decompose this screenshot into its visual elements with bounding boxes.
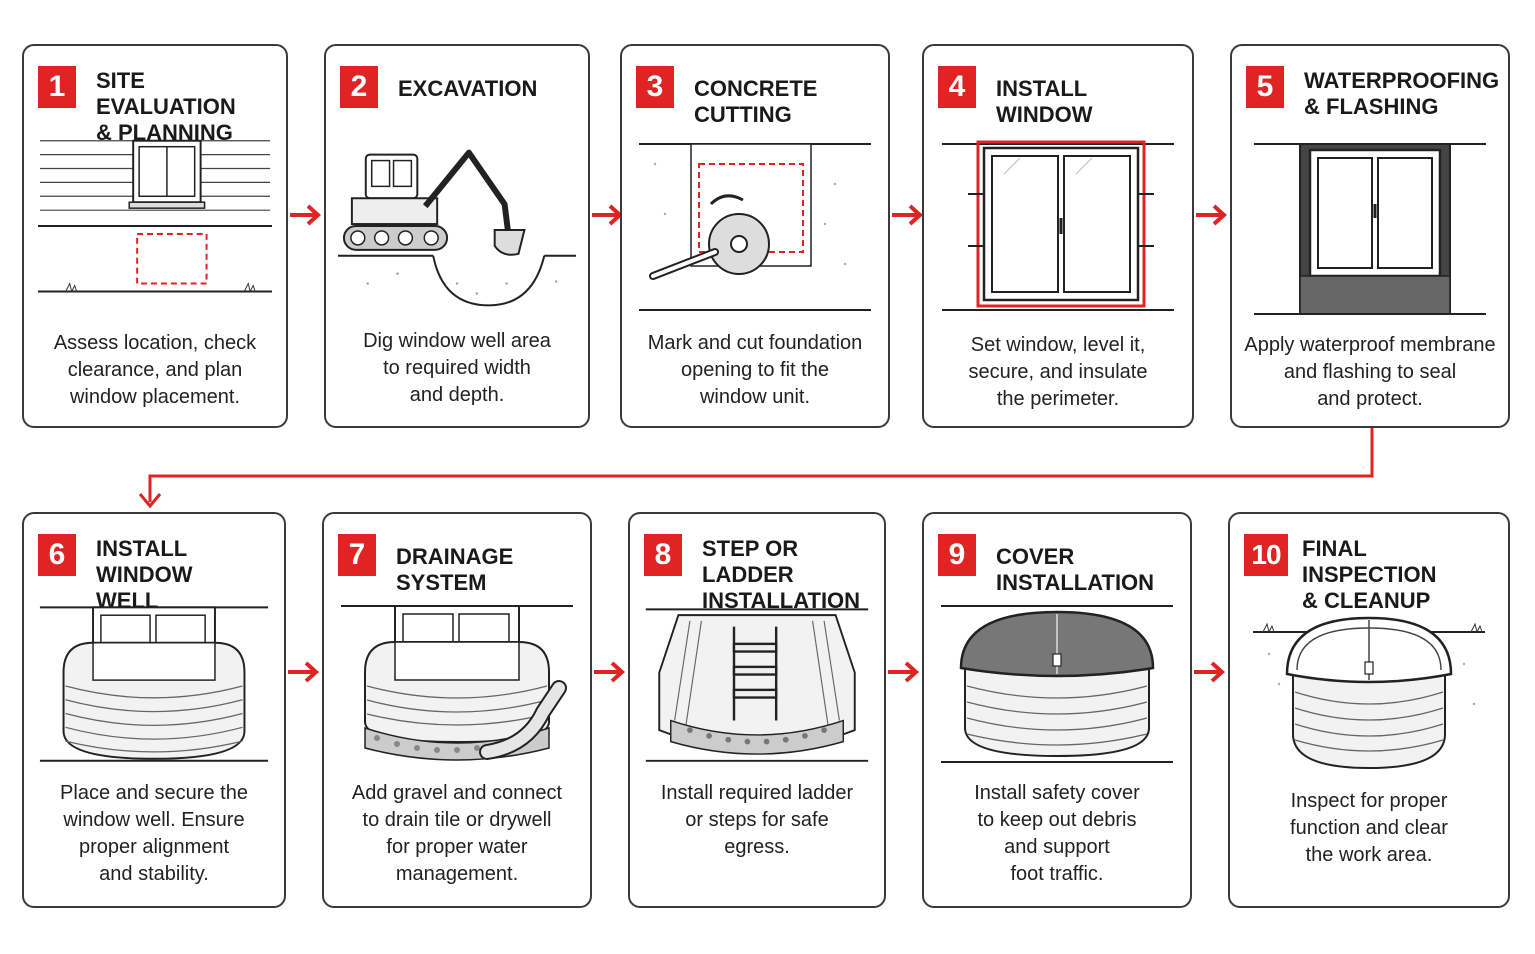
step-number-badge: 9 (938, 534, 976, 576)
ladder-illustration (642, 602, 872, 772)
waterproofing-illustration (1244, 134, 1496, 324)
final-inspection-illustration (1242, 614, 1496, 784)
step-number-badge: 5 (1246, 66, 1284, 108)
step-card-7: 7 Drainage System Add gravel and connect… (322, 512, 592, 908)
step-number-badge: 7 (338, 534, 376, 576)
cover-illustration (936, 602, 1178, 772)
step-card-8: 8 Step or LadderInstallation Install req… (628, 512, 886, 908)
step-number-badge: 1 (38, 66, 76, 108)
concrete-saw-illustration (634, 134, 876, 324)
step-title: Waterproofing& Flashing (1304, 68, 1500, 119)
step-title: Install Window (996, 76, 1093, 127)
step-card-10: 10 Final Inspection& Cleanup Inspect for… (1228, 512, 1510, 908)
step-title: Site Evaluation& Planning (96, 68, 236, 145)
step-card-3: 3 Concrete Cutting Mark and cut foundati… (620, 44, 890, 428)
step-description: Set window, level it,secure, and insulat… (968, 334, 1148, 410)
arrow-icon (290, 204, 321, 226)
arrow-icon (1194, 661, 1225, 683)
arrow-icon (594, 661, 625, 683)
excavator-illustration (338, 134, 576, 324)
window-install-illustration (936, 134, 1180, 324)
step-title: Excavation (398, 76, 538, 101)
step-card-4: 4 Install Window Set window, level it,se… (922, 44, 1194, 428)
step-number-badge: 2 (340, 66, 378, 108)
step-number-badge: 10 (1244, 534, 1288, 576)
step-card-6: 6 Install WindowWell Place and secure th… (22, 512, 286, 908)
arrow-icon (1196, 204, 1227, 226)
step-card-1: 1 Site Evaluation& Planning Assess locat… (22, 44, 288, 428)
window-well-illustration (36, 602, 272, 772)
step-number-badge: 3 (636, 66, 674, 108)
step-title: Drainage System (396, 544, 514, 595)
step-number-badge: 8 (644, 534, 682, 576)
step-card-5: 5 Waterproofing& Flashing Apply waterpro… (1230, 44, 1510, 428)
step-title: Concrete Cutting (694, 76, 818, 127)
drainage-illustration (336, 602, 578, 772)
step-title: Final Inspection& Cleanup (1302, 536, 1437, 613)
house-siding-illustration (36, 134, 274, 324)
step-card-9: 9 Cover Installation Install safety cove… (922, 512, 1192, 908)
arrow-icon (288, 661, 319, 683)
step-number-badge: 6 (38, 534, 76, 576)
arrow-icon (888, 661, 919, 683)
arrow-icon (892, 204, 923, 226)
step-title: Cover Installation (996, 544, 1155, 595)
step-number-badge: 4 (938, 66, 976, 108)
